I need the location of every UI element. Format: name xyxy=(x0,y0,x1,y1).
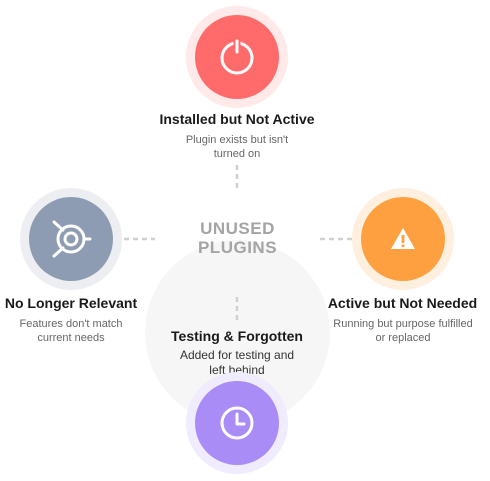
node-installed-desc-line1: Plugin exists but isn't xyxy=(185,134,289,146)
node-testing-desc-line1: Added for testing and xyxy=(179,348,295,362)
node-relevant-desc: Features don't match current needs xyxy=(0,317,142,345)
node-testing xyxy=(186,372,288,474)
node-installed xyxy=(186,6,288,108)
node-relevant-desc-line1: Features don't match xyxy=(19,318,123,330)
node-relevant-circle xyxy=(29,197,113,281)
node-needed-circle xyxy=(361,197,445,281)
node-relevant-desc-line2: current needs xyxy=(37,332,105,344)
node-installed-circle xyxy=(195,15,279,99)
node-relevant xyxy=(20,188,122,290)
node-installed-desc-line2: turned on xyxy=(213,148,261,160)
warning-icon xyxy=(391,228,415,249)
node-needed-desc-line2: or replaced xyxy=(375,332,431,344)
power-icon xyxy=(220,39,254,75)
node-installed-desc: Plugin exists but isn't turned on xyxy=(147,133,327,161)
node-testing-circle xyxy=(195,381,279,465)
node-relevant-title: No Longer Relevant xyxy=(4,295,138,311)
unplugged-icon xyxy=(52,220,92,258)
node-installed-title: Installed but Not Active xyxy=(159,111,315,127)
node-needed-title: Active but Not Needed xyxy=(327,295,478,311)
node-needed-desc: Running but purpose fulfilled or replace… xyxy=(318,317,488,345)
node-testing-title: Testing & Forgotten xyxy=(171,328,303,344)
center-title: UNUSED PLUGINS xyxy=(160,219,315,257)
node-needed xyxy=(352,188,454,290)
clock-icon xyxy=(220,406,254,440)
node-needed-desc-line1: Running but purpose fulfilled xyxy=(333,318,473,330)
center-title-line1: UNUSED xyxy=(200,219,275,238)
center-title-line2: PLUGINS xyxy=(197,238,278,257)
